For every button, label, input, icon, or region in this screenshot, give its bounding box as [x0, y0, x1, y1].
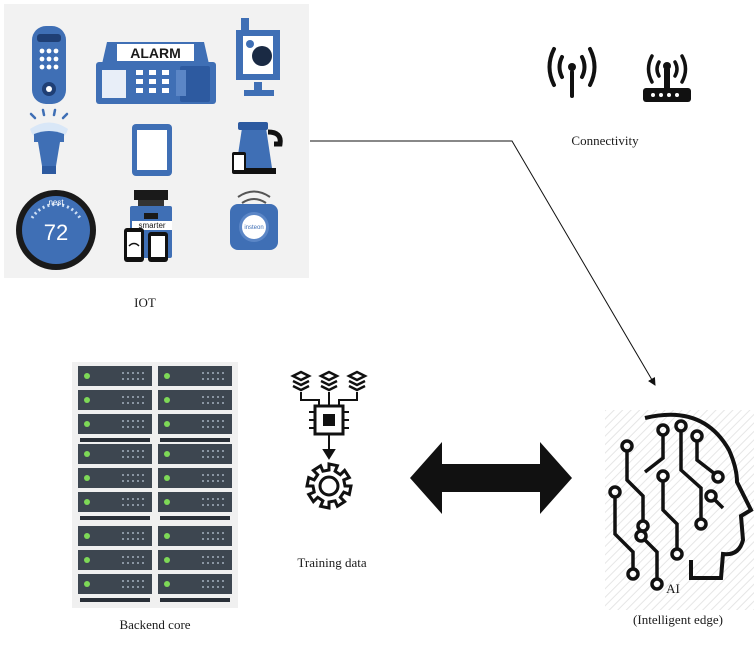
iot-panel: ALARM [4, 4, 309, 278]
connectivity-label: Connectivity [571, 133, 639, 148]
ai-head-icon [605, 410, 754, 610]
security-camera-monitor-icon [236, 18, 280, 96]
ai-sublabel: (Intelligent edge) [633, 612, 723, 627]
circuit-lines [608, 419, 725, 591]
antenna-signal-icon [547, 47, 597, 98]
smart-bulb-icon [29, 108, 69, 174]
connectivity-icons [535, 20, 705, 120]
smart-hub-icon: smarter [124, 190, 172, 262]
wifi-hub-icon: insteon [230, 190, 278, 250]
backend-servers [72, 362, 238, 608]
training-data-icon [285, 370, 375, 520]
data-stack-icon [290, 370, 368, 392]
down-arrow-icon [322, 434, 336, 460]
smart-kettle-icon [232, 122, 283, 174]
wifi-hub-brand: insteon [244, 225, 263, 231]
chip-icon [309, 404, 349, 436]
iot-label: IOT [134, 295, 156, 310]
thermostat-temperature: 72 [44, 220, 68, 245]
thermostat-brand: nest [48, 198, 64, 207]
iot-devices-illustration: ALARM [16, 18, 283, 270]
tablet-icon [132, 124, 172, 176]
alarm-panel-icon: ALARM [96, 42, 216, 104]
wifi-router-icon [643, 54, 691, 102]
alarm-text: ALARM [130, 45, 181, 61]
server-rack-icon [78, 366, 232, 602]
backend-label: Backend core [119, 617, 191, 632]
gear-icon [305, 462, 353, 510]
training-data-label: Training data [297, 555, 367, 570]
smart-lock-icon [32, 26, 66, 104]
thermostat-icon: nest 72 [16, 190, 96, 270]
ai-label: AI [666, 581, 680, 596]
hub-brand: smarter [138, 221, 165, 230]
bidirectional-arrow [410, 442, 572, 514]
